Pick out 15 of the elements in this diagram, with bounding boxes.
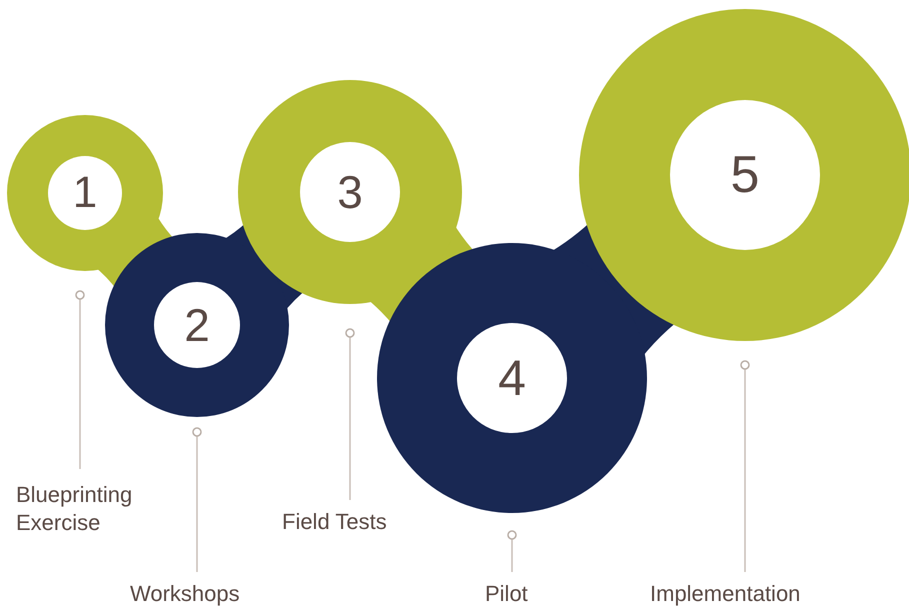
leader-line	[740, 360, 750, 572]
leader-line	[192, 427, 202, 572]
leader-line	[507, 530, 517, 572]
step-number: 1	[72, 171, 98, 215]
step-number: 5	[730, 149, 760, 201]
step-label: Field Tests	[282, 508, 388, 536]
step-label: Blueprinting Exercise	[16, 481, 134, 537]
leader-line	[345, 328, 355, 500]
step-label: Pilot	[485, 580, 529, 607]
step-label: Workshops	[130, 580, 241, 607]
step-number: 3	[337, 169, 363, 215]
step-number: 4	[498, 353, 526, 403]
leader-line	[75, 290, 85, 469]
step-number: 2	[184, 302, 210, 348]
step-label: Implementation	[650, 580, 802, 607]
